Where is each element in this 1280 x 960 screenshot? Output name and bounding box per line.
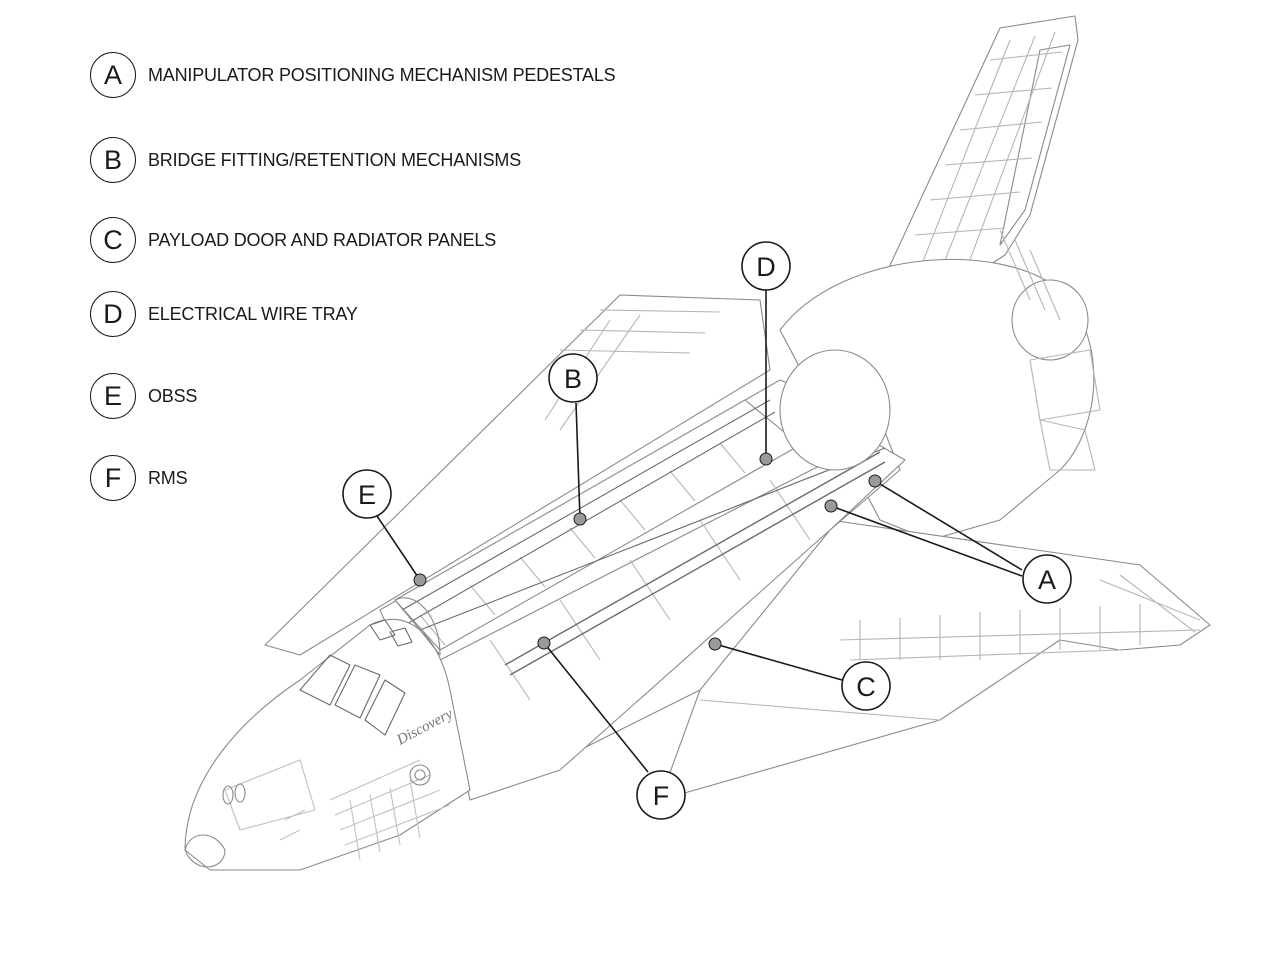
callout-a: A [1022,554,1072,604]
legend-item-c: C PAYLOAD DOOR AND RADIATOR PANELS [90,217,496,263]
legend-key-circle: A [90,52,136,98]
legend-label: ELECTRICAL WIRE TRAY [148,303,358,324]
right-wing-panels [699,574,1201,721]
rms-arm [504,451,886,676]
payload-door-right-ribs [489,479,811,701]
legend-label: RMS [148,467,188,488]
cockpit-windows [299,619,413,736]
callout-a-letter: A [1038,565,1056,595]
leader-line-a1 [874,480,1023,571]
forward-fuselage [184,618,471,871]
legend-label: MANIPULATOR POSITIONING MECHANISM PEDEST… [148,64,616,85]
tail-rudder [999,44,1071,246]
aft-bulkhead [779,349,891,471]
callout-f: F [636,770,686,820]
legend-key-circle: D [90,291,136,337]
callout-b: B [548,353,598,403]
hatch-inner [414,769,426,781]
dot-c [708,637,722,651]
callout-e-letter: E [358,480,376,510]
leader-line-e [376,515,421,581]
legend-key-circle: B [90,137,136,183]
legend-key-circle: F [90,455,136,501]
legend-item-d: D ELECTRICAL WIRE TRAY [90,291,358,337]
dot-b [573,512,587,526]
leader-dots [413,452,882,651]
callout-d-letter: D [756,252,776,282]
left-wing-panels [544,309,721,431]
legend-key-circle: C [90,217,136,263]
left-wing [264,294,771,656]
longeron-rail [401,399,886,631]
payload-door-left-ribs [419,442,746,646]
dot-a2 [824,499,838,513]
side-hatch [409,764,431,786]
legend-key-circle: E [90,373,136,419]
callouts: A B C D E F [342,241,1072,820]
dot-a1 [868,474,882,488]
main-engine-bells [999,229,1101,471]
rcs-port [222,785,234,805]
oms-pod [1011,279,1089,361]
callout-f-letter: F [653,781,670,811]
cabin-tile-pattern [224,759,451,861]
legend-label: BRIDGE FITTING/RETENTION MECHANISMS [148,149,522,170]
dot-e [413,573,427,587]
leader-line-c [714,643,843,681]
nose-cap [184,834,226,868]
callout-d: D [741,241,791,291]
callout-e: E [342,469,392,519]
leader-line-a2 [830,505,1023,577]
legend-item-b: B BRIDGE FITTING/RETENTION MECHANISMS [90,137,521,183]
leader-lines [376,290,1023,773]
callout-c-letter: C [856,672,876,702]
legend-label: OBSS [148,385,198,406]
legend-item-f: F RMS [90,455,188,501]
leader-line-b [575,402,581,520]
rcs-port [234,783,246,803]
right-wing [659,519,1211,801]
orbiter-line-art [184,15,1211,871]
legend-item-a: A MANIPULATOR POSITIONING MECHANISM PEDE… [90,52,616,98]
legend-label: PAYLOAD DOOR AND RADIATOR PANELS [148,229,497,250]
legend-item-e: E OBSS [90,373,197,419]
callout-b-letter: B [564,364,582,394]
leader-line-f [543,642,649,773]
dot-f [537,636,551,650]
dot-d [759,452,773,466]
forward-bulkhead [394,597,441,656]
callout-c: C [841,661,891,711]
